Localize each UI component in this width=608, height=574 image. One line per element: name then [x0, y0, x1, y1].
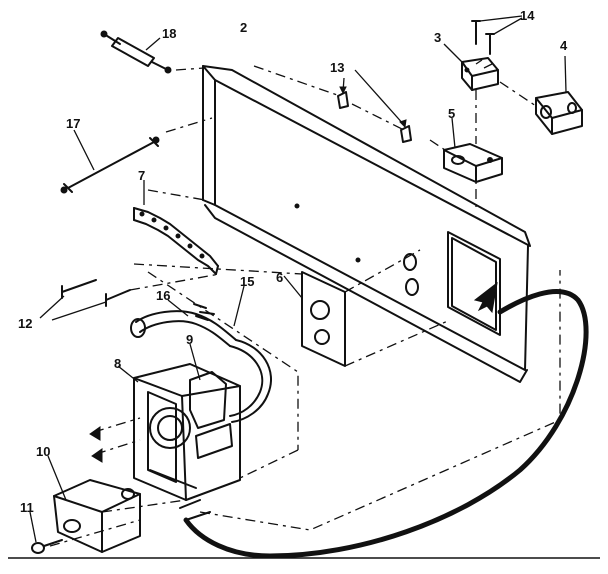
callout-18: 18	[162, 26, 176, 41]
callout-6: 6	[276, 270, 283, 285]
part-7-strip	[133, 180, 219, 275]
callout-13: 13	[330, 60, 344, 75]
callout-7: 7	[138, 168, 145, 183]
part-2-panel	[202, 65, 531, 383]
callout-11: 11	[20, 500, 34, 515]
part-4-connector	[535, 55, 583, 135]
part-3-switch	[443, 43, 499, 91]
callout-8: 8	[114, 356, 121, 371]
callout-10: 10	[36, 444, 50, 459]
part-15-16-hose	[130, 285, 273, 423]
part-5-bracket	[443, 90, 503, 210]
part-18-sensor	[100, 30, 172, 74]
part-17-wire	[60, 129, 160, 194]
callout-4: 4	[560, 38, 568, 53]
callout-17: 17	[66, 116, 80, 131]
part-8-9-assembly	[89, 343, 241, 501]
part-10-housing	[47, 455, 141, 553]
part-11-screw	[29, 511, 63, 554]
callout-5: 5	[448, 106, 455, 121]
callout-9: 9	[186, 332, 193, 347]
part-14-screws	[471, 15, 523, 55]
callout-2: 2	[240, 20, 247, 35]
callout-15: 15	[240, 274, 254, 289]
callout-14: 14	[520, 8, 535, 23]
part-13-clips	[337, 69, 412, 143]
callout-16: 16	[156, 288, 170, 303]
callout-labels: 2 3 4 5 6 7 8 9 10 11 12 13 14 15 16 17 …	[18, 8, 568, 515]
part-6-plate	[283, 271, 346, 367]
assembly-leader-lines	[49, 65, 561, 547]
part-12-screws	[39, 279, 131, 321]
callout-3: 3	[434, 30, 441, 45]
callout-12: 12	[18, 316, 32, 331]
